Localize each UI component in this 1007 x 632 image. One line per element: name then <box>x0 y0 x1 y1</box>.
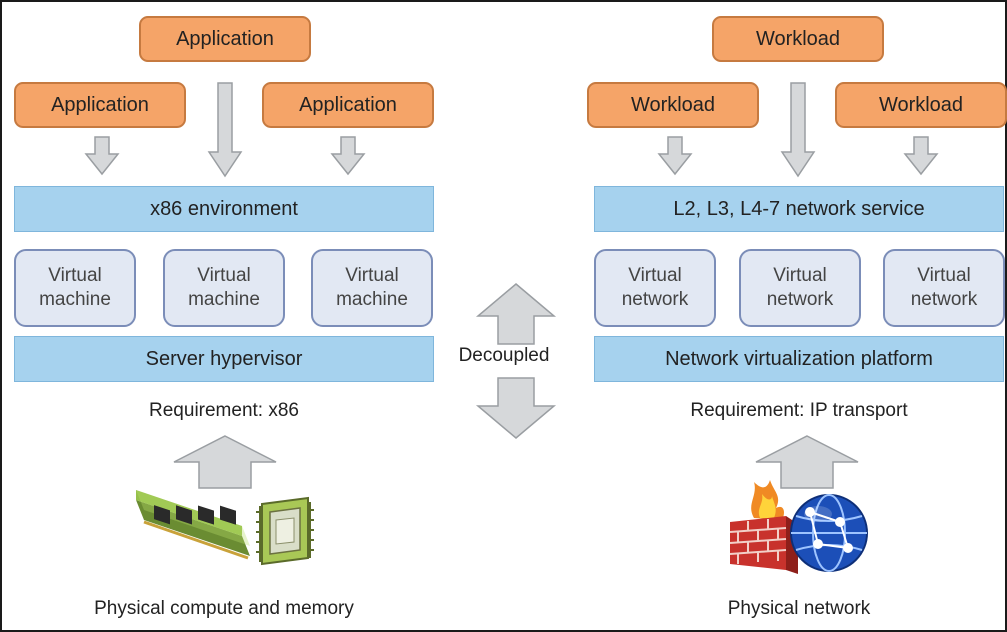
up-arrow-icon <box>475 283 557 345</box>
left-physical-caption: Physical compute and memory <box>94 598 354 619</box>
decoupled-label: Decoupled <box>458 345 550 366</box>
right-workload-box: Workload <box>587 82 759 128</box>
down-arrow-icon <box>84 136 120 176</box>
virtual-machine-box: Virtual machine <box>14 249 136 327</box>
right-requirement-label: Requirement: IP transport <box>690 400 908 421</box>
cpu-chip-icon <box>256 496 314 566</box>
down-arrow-icon <box>475 377 557 439</box>
left-platform-band: Server hypervisor <box>14 336 434 382</box>
down-arrow-icon <box>330 136 366 176</box>
virtual-machine-box: Virtual machine <box>311 249 433 327</box>
down-arrow-icon <box>207 82 243 178</box>
down-arrow-icon <box>657 136 693 176</box>
down-arrow-icon <box>780 82 816 178</box>
right-workload-box: Workload <box>835 82 1007 128</box>
memory-module-icon <box>136 490 250 560</box>
right-environment-band: L2, L3, L4-7 network service <box>594 186 1004 232</box>
left-top-application-box: Application <box>139 16 311 62</box>
up-arrow-icon <box>755 435 859 489</box>
left-environment-band: x86 environment <box>14 186 434 232</box>
right-platform-band: Network virtualization platform <box>594 336 1004 382</box>
left-application-box: Application <box>262 82 434 128</box>
up-arrow-icon <box>173 435 277 489</box>
left-application-box: Application <box>14 82 186 128</box>
virtual-network-box: Virtual network <box>594 249 716 327</box>
left-requirement-label: Requirement: x86 <box>149 400 299 421</box>
virtual-machine-box: Virtual machine <box>163 249 285 327</box>
virtual-network-box: Virtual network <box>739 249 861 327</box>
globe-network-icon <box>790 494 868 572</box>
right-physical-caption: Physical network <box>727 598 871 619</box>
virtual-network-box: Virtual network <box>883 249 1005 327</box>
right-top-workload-box: Workload <box>712 16 884 62</box>
down-arrow-icon <box>903 136 939 176</box>
